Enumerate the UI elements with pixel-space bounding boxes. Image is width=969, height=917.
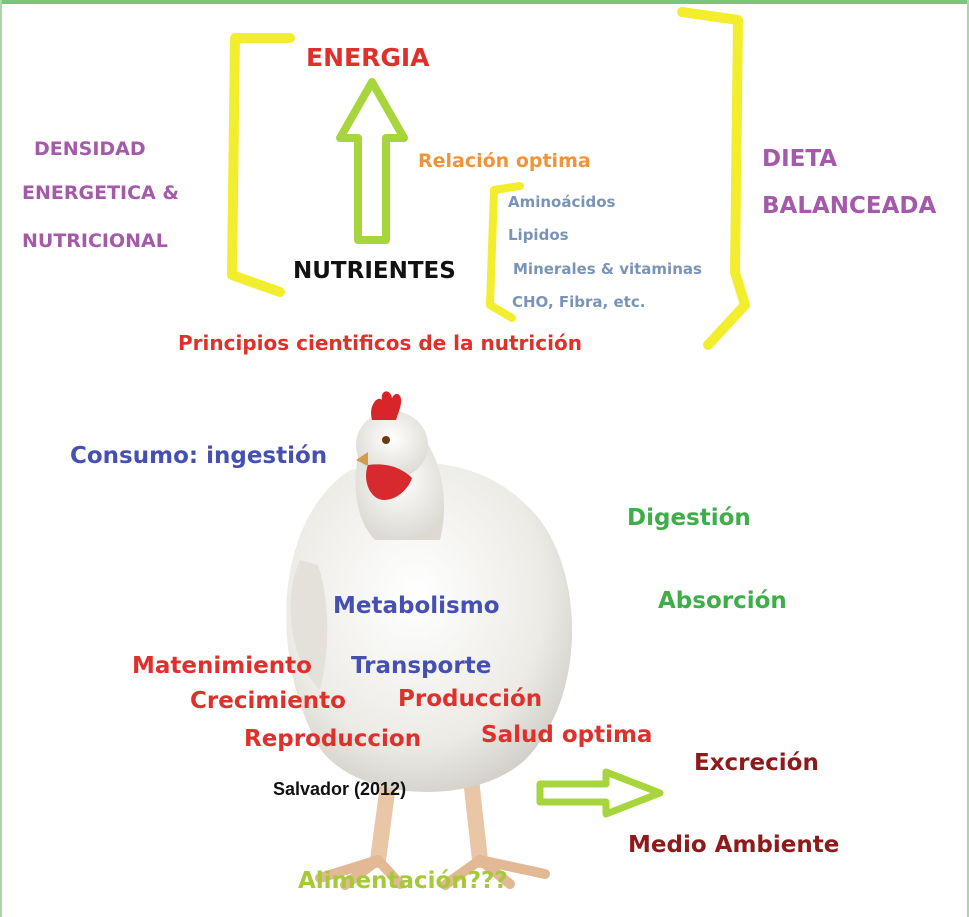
principios-label: Principios cientificos de la nutrición <box>178 333 582 353</box>
relacion-optima-label: Relación optima <box>418 152 591 171</box>
transporte-label: Transporte <box>351 655 491 678</box>
nutrient-cho: CHO, Fibra, etc. <box>512 295 645 310</box>
consumo-label: Consumo: ingestión <box>70 445 327 468</box>
densidad-label-line1: DENSIDAD <box>34 140 146 159</box>
energia-label: ENERGIA <box>306 45 430 70</box>
alimentacion-label: Alimentación??? <box>298 870 508 893</box>
digestion-label: Digestión <box>627 507 751 530</box>
densidad-label-line2: ENERGETICA & <box>22 184 179 203</box>
right-bracket <box>682 12 745 345</box>
nutrient-aminoacidos: Aminoácidos <box>508 195 616 210</box>
densidad-label-line3: NUTRICIONAL <box>22 232 168 251</box>
excrecion-label: Excreción <box>694 752 819 775</box>
absorcion-label: Absorción <box>658 590 787 613</box>
medio-ambiente-label: Medio Ambiente <box>628 834 839 857</box>
dieta-label-line1: DIETA <box>762 148 837 171</box>
dieta-label-line2: BALANCEADA <box>762 195 936 218</box>
up-arrow-icon <box>340 82 404 240</box>
matenimiento-label: Matenimiento <box>132 655 312 678</box>
produccion-label: Producción <box>398 688 542 711</box>
metabolismo-label: Metabolismo <box>333 595 500 618</box>
nutrient-lipidos: Lipidos <box>508 228 569 243</box>
reproduccion-label: Reproduccion <box>244 728 421 751</box>
left-bracket <box>232 38 290 292</box>
nutrient-minerales: Minerales & vitaminas <box>513 262 702 277</box>
nutrientes-label: NUTRIENTES <box>293 260 456 283</box>
salud-optima-label: Salud optima <box>481 724 652 747</box>
citation-label: Salvador (2012) <box>273 780 406 798</box>
right-arrow-icon <box>540 772 660 814</box>
crecimiento-label: Crecimiento <box>190 690 346 713</box>
